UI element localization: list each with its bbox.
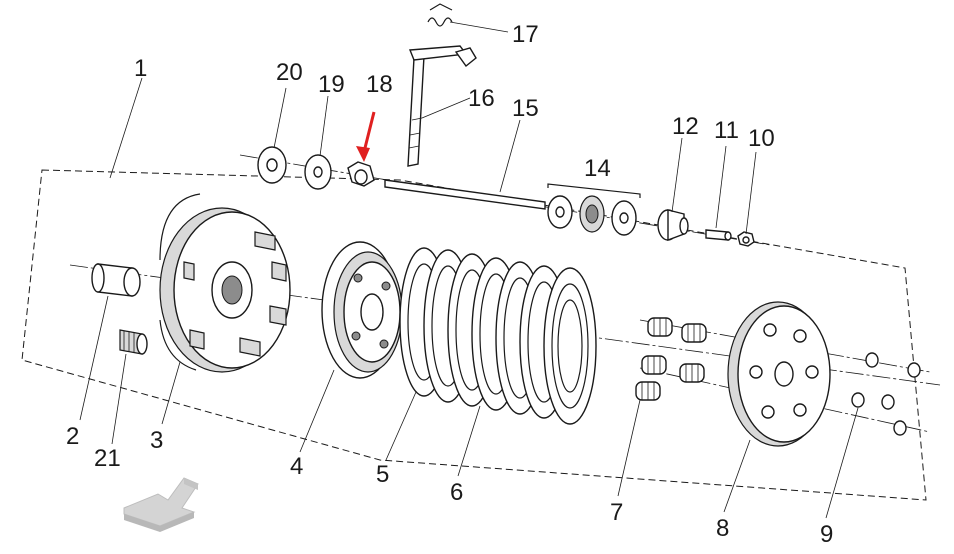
callout-20: 20: [276, 59, 303, 86]
callout-16: 16: [468, 85, 495, 112]
part-2-bushing: [91, 263, 141, 297]
callout-2: 2: [66, 423, 79, 450]
leader-lines: [79, 21, 859, 519]
part-11-sleeve: [705, 229, 732, 241]
callout-5: 5: [376, 461, 389, 488]
callout-4: 4: [290, 453, 303, 480]
part-9-bolts: [851, 352, 921, 436]
callout-9: 9: [820, 521, 833, 548]
callout-18: 18: [366, 71, 393, 98]
highlight-arrow: [356, 111, 376, 162]
part-19-washer: [304, 154, 332, 190]
part-3-clutch-basket: [159, 193, 291, 373]
part-10-nut: [737, 231, 755, 247]
callout-3: 3: [150, 427, 163, 454]
callout-14: 14: [584, 155, 611, 182]
part-20-washer: [257, 146, 287, 184]
part-18-nut: [347, 161, 375, 187]
callout-7: 7: [610, 499, 623, 526]
direction-arrow-icon: [123, 477, 199, 532]
part-7-springs: [635, 317, 707, 401]
callout-15: 15: [512, 95, 539, 122]
part-12-pusher: [657, 209, 689, 242]
callout-6: 6: [450, 479, 463, 506]
callout-8: 8: [716, 515, 729, 542]
assembly-boundary: [21, 169, 927, 501]
part-15-push-rod: [384, 179, 546, 210]
callout-12: 12: [672, 113, 699, 140]
callout-21: 21: [94, 445, 121, 472]
part-8-pressure-plate: [727, 301, 831, 447]
part-17-spring: [427, 3, 453, 27]
callout-17: 17: [512, 21, 539, 48]
part-5-6-clutch-plates: [399, 247, 597, 425]
callout-1: 1: [134, 55, 147, 82]
part-4-clutch-hub: [321, 241, 403, 379]
part-16-release-shaft: [407, 45, 477, 167]
callout-19: 19: [318, 71, 345, 98]
callout-10: 10: [748, 125, 775, 152]
callout-11: 11: [714, 117, 739, 144]
part-14-bearing-set: [547, 183, 641, 236]
part-21-needle-bearing: [119, 329, 148, 355]
